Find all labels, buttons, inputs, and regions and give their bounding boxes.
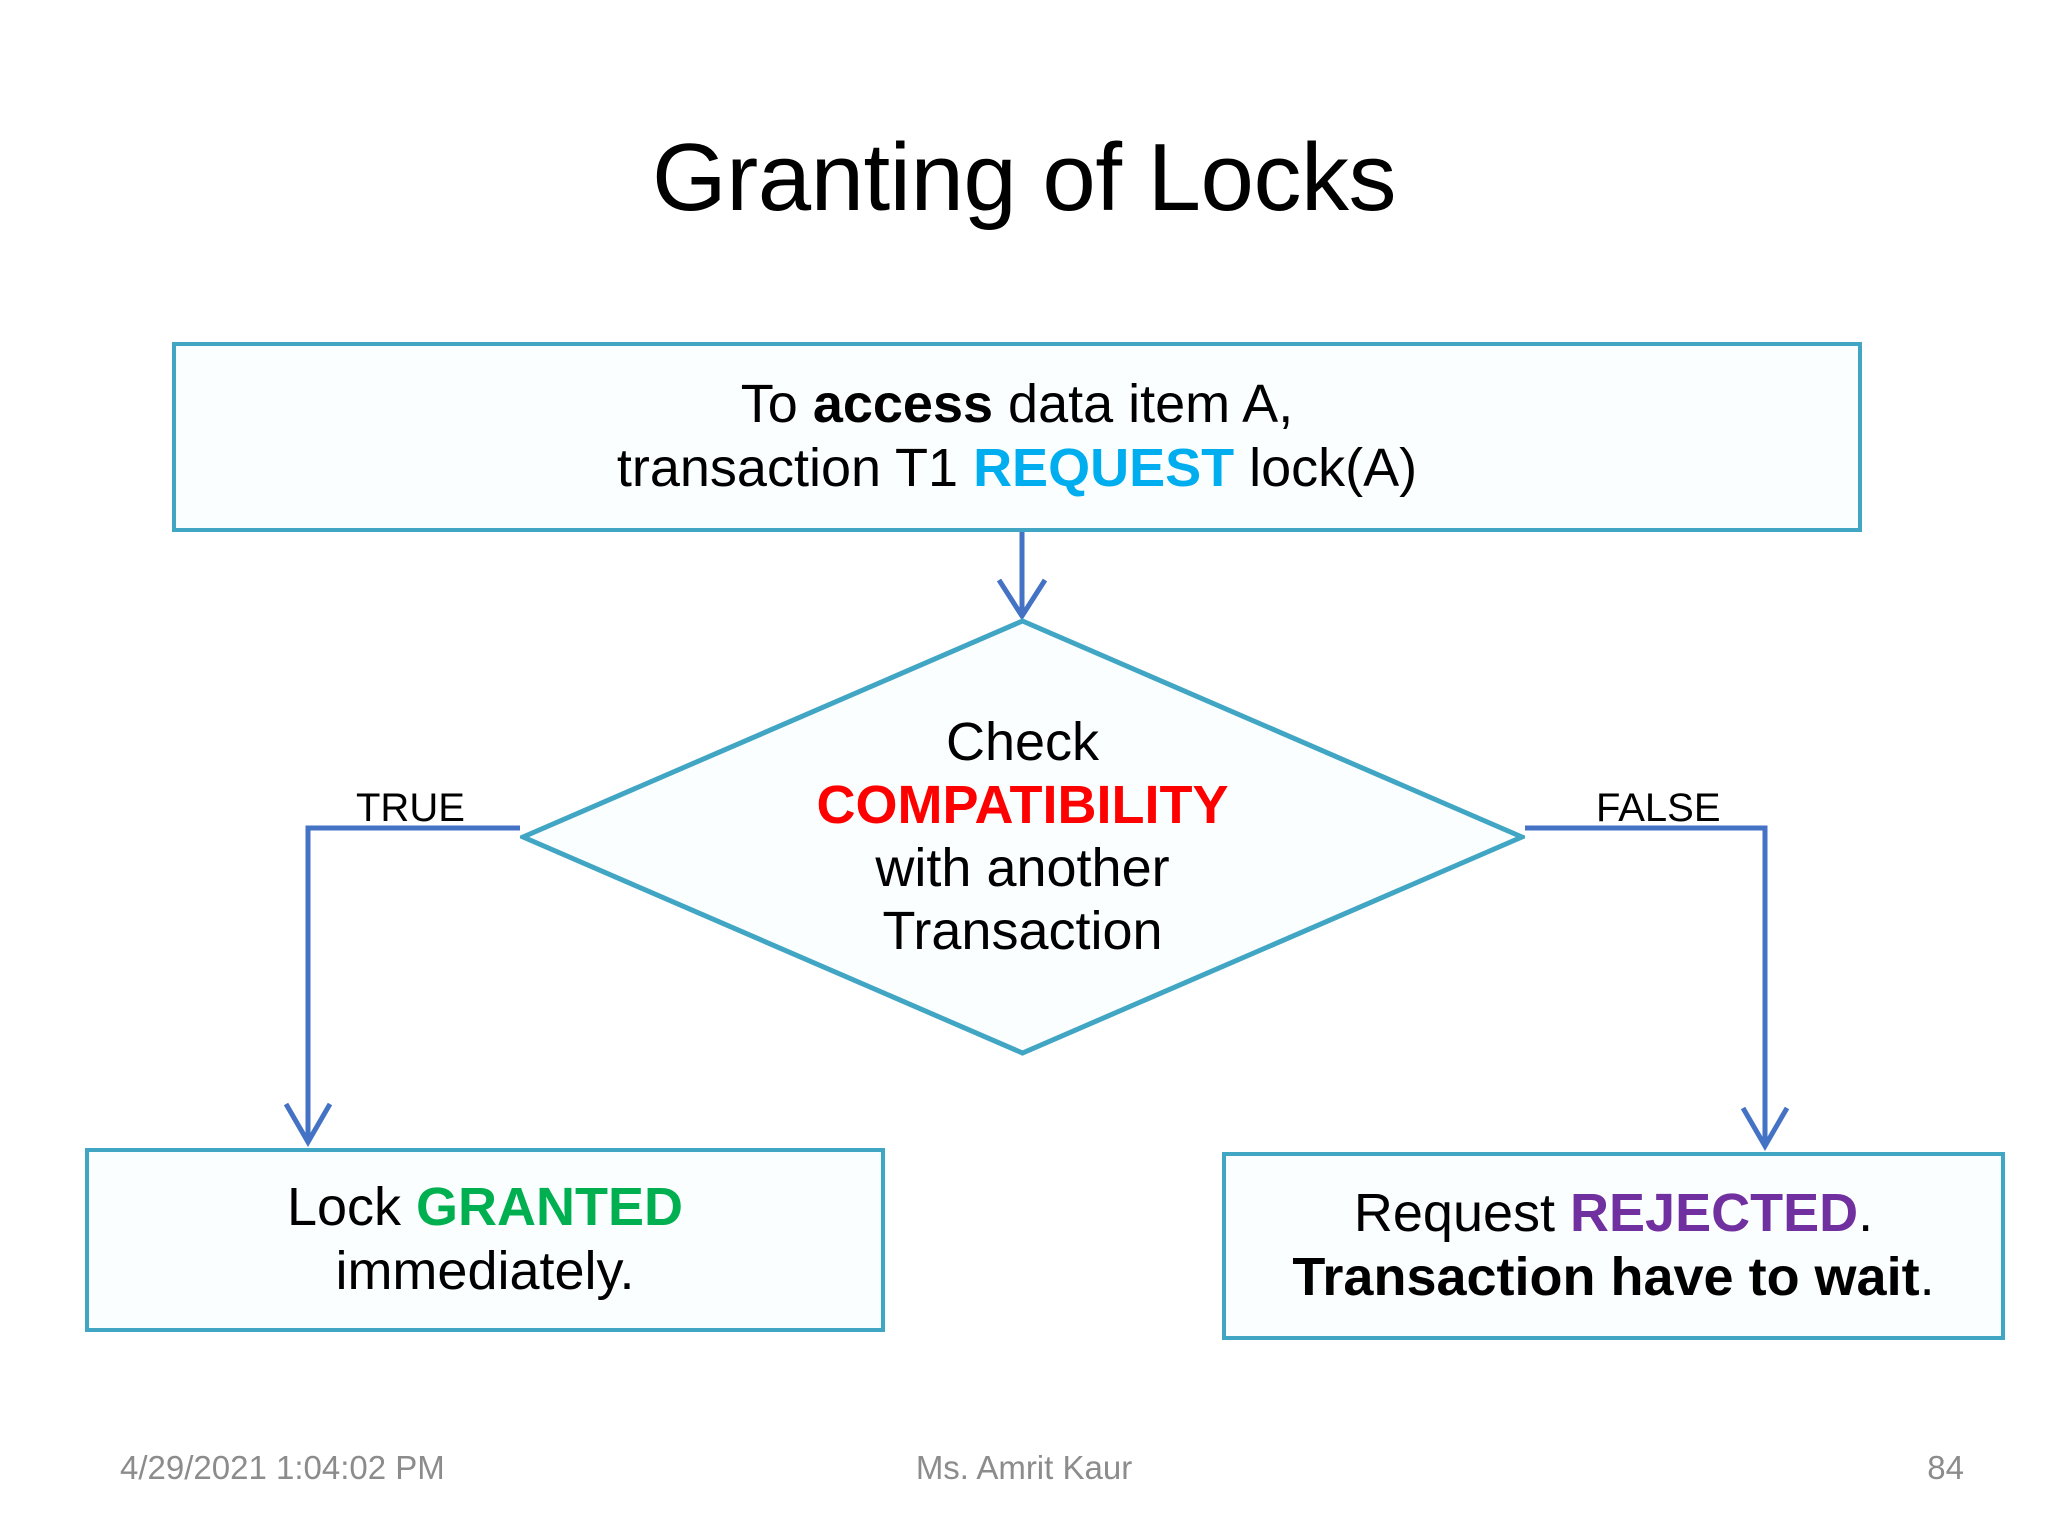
granted-box-line-2: immediately. [335,1241,635,1301]
decision-text-block: Check COMPATIBILITY with another Transac… [520,618,1525,1056]
page-title: Granting of Locks [652,124,1396,231]
request-line1-emphasis: access [812,374,994,435]
decision-line-2-emphasis: COMPATIBILITY [816,774,1229,835]
connector-false-to-rejected [1525,825,1790,1151]
process-box-lock-granted: Lock GRANTED immediately. [85,1148,885,1332]
diamond-shape [520,618,1525,1056]
connector-true-to-granted [283,825,520,1147]
decision-line-4: Transaction [882,901,1163,962]
rejected-line1-emphasis: REJECTED [1570,1183,1859,1244]
process-box-request-lock: To access data item A, transaction T1 RE… [172,342,1862,532]
request-box-line-2: transaction T1 REQUEST lock(A) [617,437,1417,501]
rejected-line1-suffix: . [1858,1183,1874,1244]
request-box-line-1: To access data item A, [741,373,1293,437]
footer-page-number: 84 [1927,1449,1964,1486]
footer-timestamp: 4/29/2021 1:04:02 PM [120,1449,445,1486]
branch-label-true: TRUE [356,786,465,830]
decision-line-1: Check [945,711,1100,772]
decision-diamond-compatibility: Check COMPATIBILITY with another Transac… [520,618,1525,1056]
granted-line1-emphasis: GRANTED [416,1177,684,1238]
request-line2-suffix: lock(A) [1234,438,1418,498]
request-line1-prefix: To [740,374,813,435]
connector-start-to-decision [996,532,1048,621]
rejected-line1-prefix: Request [1353,1183,1571,1244]
rejected-box-line-1: Request REJECTED. [1354,1182,1873,1246]
decision-line-3: with another [875,838,1170,898]
rejected-line2-suffix: . [1919,1247,1935,1307]
footer-author: Ms. Amrit Kaur [915,1449,1133,1486]
rejected-box-line-2: Transaction have to wait. [1292,1246,1934,1310]
granted-line1-prefix: Lock [286,1177,417,1238]
granted-box-line-1: Lock GRANTED [287,1176,683,1240]
rejected-line2-emphasis: Transaction have to wait [1292,1247,1920,1307]
process-box-request-rejected: Request REJECTED. Transaction have to wa… [1222,1152,2005,1340]
request-line2-emphasis: REQUEST [973,438,1235,498]
request-line1-suffix: data item A, [993,374,1294,435]
request-line2-prefix: transaction T1 [616,438,974,498]
branch-label-false: FALSE [1596,786,1721,830]
